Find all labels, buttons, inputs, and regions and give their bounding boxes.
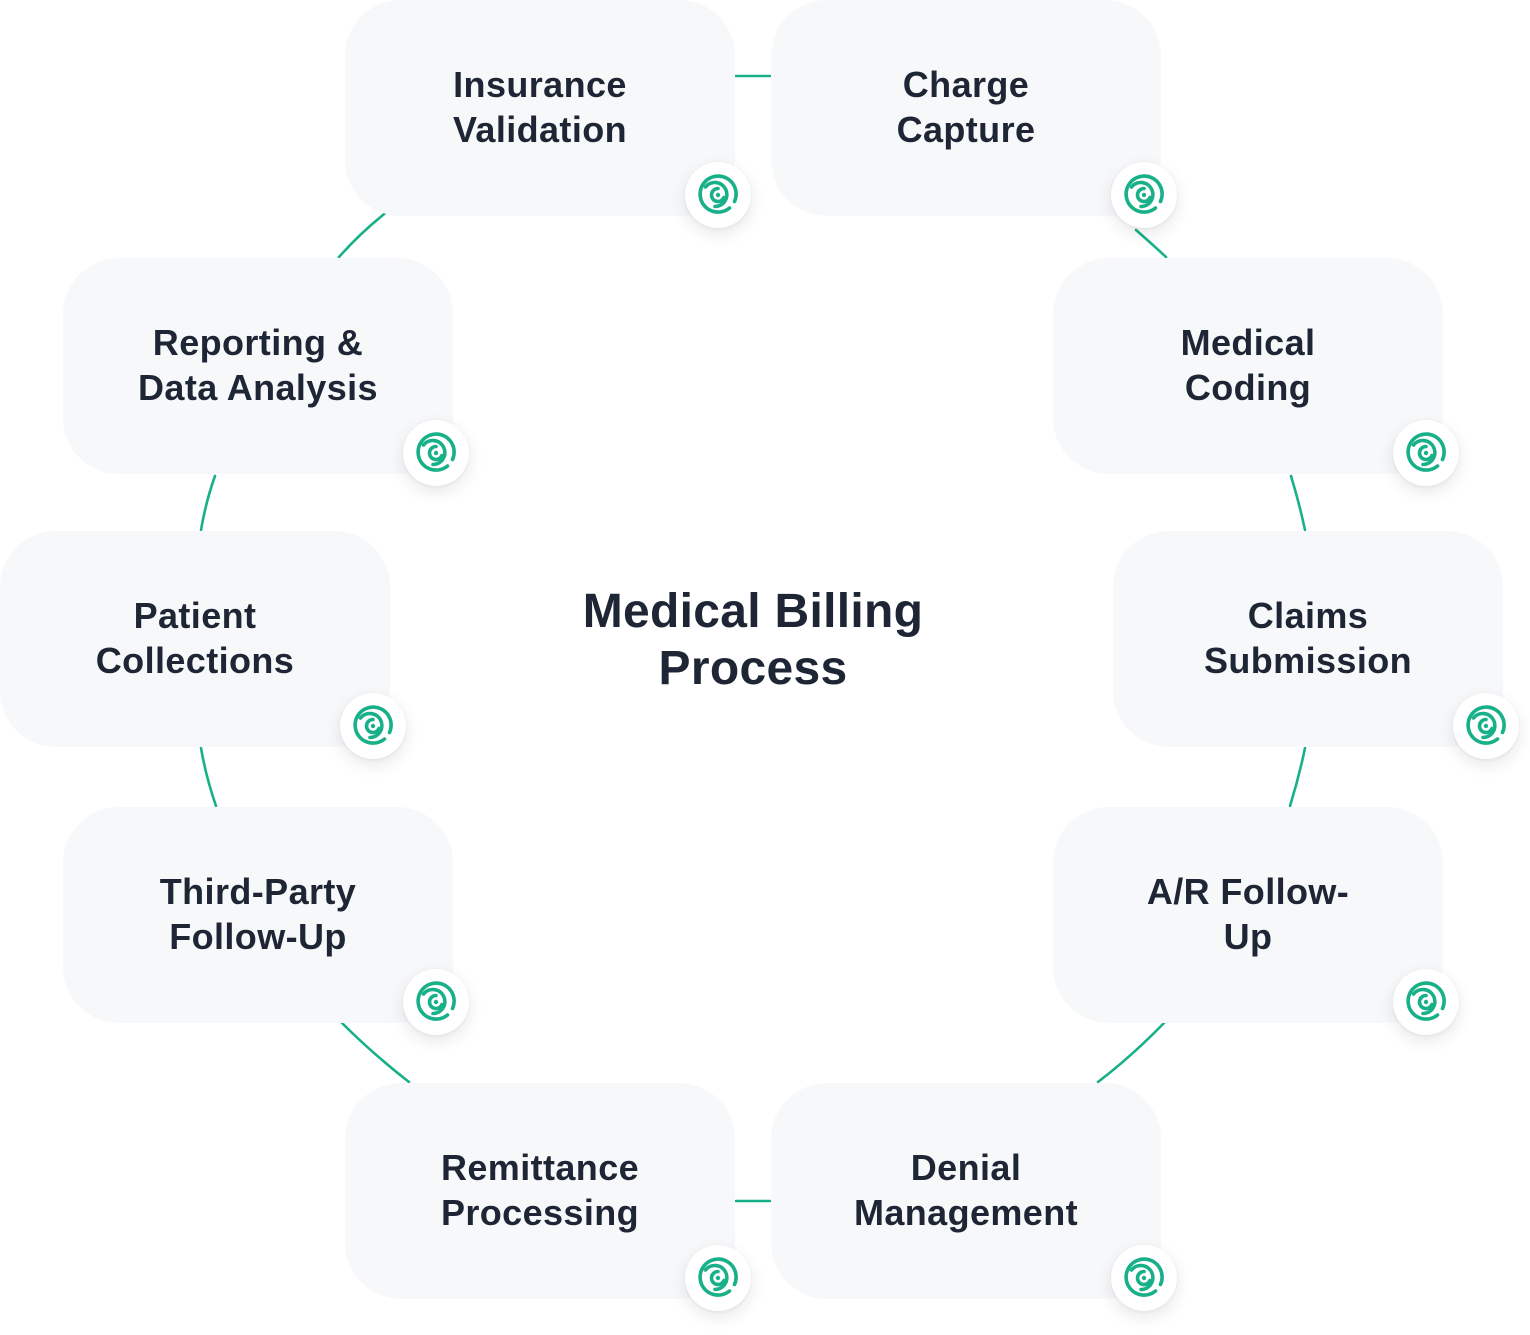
connector-reporting-to-insurance xyxy=(337,209,390,259)
step-charge-capture: Charge Capture xyxy=(771,0,1177,228)
step-label: A/R Follow- Up xyxy=(1146,871,1350,957)
step-denial-management: Denial Management xyxy=(771,1083,1177,1311)
step-label: Third-Party Follow-Up xyxy=(159,871,357,957)
target-spiral-icon xyxy=(1466,705,1506,745)
connector-ar-to-denial xyxy=(1096,1021,1166,1084)
step-claims-submission: Claims Submission xyxy=(1113,531,1519,759)
badge xyxy=(1393,420,1459,486)
badge xyxy=(1393,969,1459,1035)
step-insurance-validation: Insurance Validation xyxy=(345,0,751,228)
target-spiral-icon xyxy=(1406,981,1446,1021)
target-spiral-icon xyxy=(416,981,456,1021)
target-spiral-icon xyxy=(698,174,738,214)
connector-coding-to-claims xyxy=(1289,474,1307,532)
connector-claims-to-ar xyxy=(1288,746,1307,808)
badge xyxy=(685,1245,751,1311)
connector-thirdparty-to-collections xyxy=(199,746,218,808)
step-label: Claims Submission xyxy=(1203,595,1413,681)
badge xyxy=(403,420,469,486)
badge xyxy=(403,969,469,1035)
step-remittance-processing: Remittance Processing xyxy=(345,1083,751,1311)
diagram-title: Medical Billing Process xyxy=(582,585,924,695)
target-spiral-icon xyxy=(1124,174,1164,214)
badge xyxy=(1453,693,1519,759)
step-label: Reporting & Data Analysis xyxy=(138,322,378,408)
step-medical-coding: Medical Coding xyxy=(1053,258,1459,486)
connector-collections-to-reporting xyxy=(199,474,217,532)
connector-charge-to-coding xyxy=(1134,228,1168,259)
badge xyxy=(685,162,751,228)
step-third-party-follow-up: Third-Party Follow-Up xyxy=(63,807,469,1035)
badge xyxy=(1111,1245,1177,1311)
target-spiral-icon xyxy=(1124,1257,1164,1297)
badge xyxy=(1111,162,1177,228)
step-ar-follow-up: A/R Follow- Up xyxy=(1053,807,1459,1035)
step-label: Remittance Processing xyxy=(440,1147,640,1233)
step-patient-collections: Patient Collections xyxy=(0,531,406,759)
step-label: Charge Capture xyxy=(896,64,1036,150)
step-label: Insurance Validation xyxy=(452,64,628,150)
step-label: Medical Coding xyxy=(1180,322,1316,408)
target-spiral-icon xyxy=(1406,432,1446,472)
target-spiral-icon xyxy=(353,705,393,745)
target-spiral-icon xyxy=(698,1257,738,1297)
connector-remittance-to-thirdparty xyxy=(340,1021,411,1084)
step-label: Patient Collections xyxy=(95,595,295,681)
target-spiral-icon xyxy=(416,432,456,472)
step-reporting-data-analysis: Reporting & Data Analysis xyxy=(63,258,469,486)
badge xyxy=(340,693,406,759)
step-label: Denial Management xyxy=(853,1147,1079,1233)
